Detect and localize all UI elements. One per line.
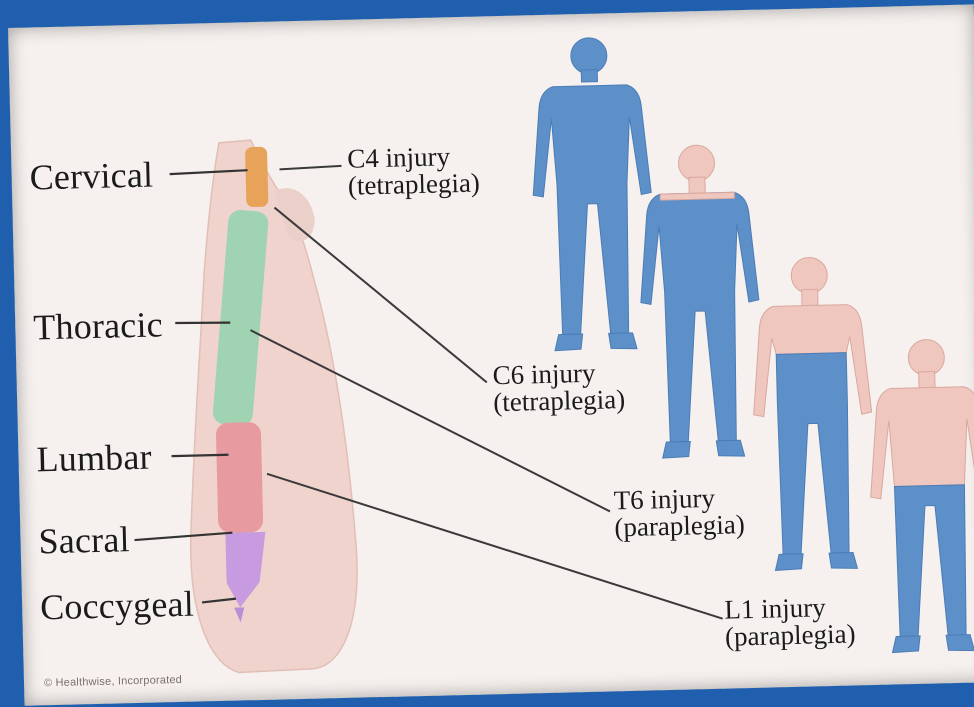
label-sacral: Sacral xyxy=(38,521,130,559)
figure-l1 xyxy=(867,338,974,653)
label-cervical: Cervical xyxy=(29,157,153,196)
label-lumbar: Lumbar xyxy=(36,439,152,478)
injury-c6-label: C6 injury (tetraplegia) xyxy=(492,359,625,416)
torso-silhouette xyxy=(181,138,360,674)
figure-c4 xyxy=(529,36,655,351)
injury-c4-label: C4 injury (tetraplegia) xyxy=(347,143,480,200)
injury-t6-type: (paraplegia) xyxy=(614,511,745,541)
label-coccygeal: Coccygeal xyxy=(40,586,195,626)
injury-l1-type: (paraplegia) xyxy=(725,620,856,650)
figure-c6 xyxy=(637,144,763,459)
injury-t6-label: T6 injury (paraplegia) xyxy=(613,484,745,541)
slide-panel: Cervical Thoracic Lumbar Sacral Coccygea… xyxy=(8,4,974,705)
lumbar-vertebrae xyxy=(216,422,264,533)
injury-l1-label: L1 injury (paraplegia) xyxy=(724,593,856,650)
figure-t6 xyxy=(750,256,876,571)
injury-c6-type: (tetraplegia) xyxy=(493,386,626,416)
cervical-vertebrae xyxy=(245,147,268,208)
injury-c4-type: (tetraplegia) xyxy=(348,170,481,200)
label-thoracic: Thoracic xyxy=(33,306,163,345)
